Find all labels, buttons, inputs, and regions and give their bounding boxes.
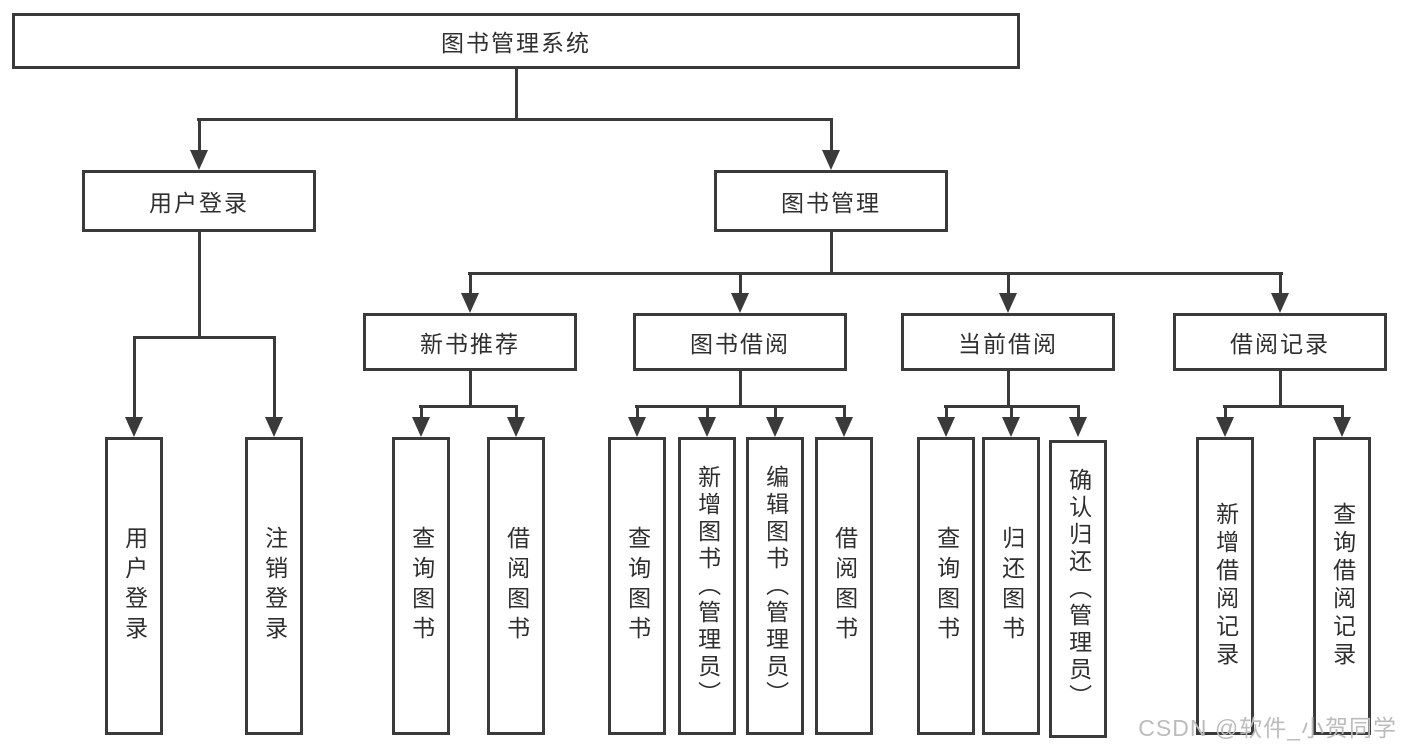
connector-line <box>515 405 518 419</box>
node-user-login-leaf: 用户登录 <box>105 437 163 735</box>
node-label: 查询图书 <box>408 526 435 646</box>
node-confirm-return-admin: 确认归还（管理员） <box>1049 440 1107 738</box>
connector-line <box>133 336 136 419</box>
node-new-book-recommend: 新书推荐 <box>363 313 577 371</box>
node-label: 借阅图书 <box>503 526 530 646</box>
connector-line <box>1077 405 1080 419</box>
node-edit-books-admin: 编辑图书（管理员） <box>746 437 804 735</box>
node-label: 用户登录 <box>121 526 148 646</box>
node-query-books-borrow: 查询图书 <box>608 437 666 735</box>
connector-line <box>468 272 1283 275</box>
node-label: 注销登录 <box>261 526 288 646</box>
node-label: 借阅图书 <box>831 526 858 646</box>
node-book-management: 图书管理 <box>714 170 948 232</box>
arrow-down-icon <box>190 150 208 170</box>
node-label: 图书借阅 <box>690 331 790 357</box>
connector-line <box>739 371 742 408</box>
arrow-down-icon <box>412 417 430 437</box>
csdn-watermark: CSDN @软件_小贺同学 <box>1138 715 1397 741</box>
connector-line <box>1223 405 1344 408</box>
connector-line <box>1279 371 1282 408</box>
connector-line <box>198 118 201 152</box>
arrow-down-icon <box>507 417 525 437</box>
node-query-books-newbook: 查询图书 <box>392 437 450 735</box>
node-label: 借阅记录 <box>1230 331 1330 357</box>
arrow-down-icon <box>1069 417 1087 437</box>
node-label: 查询图书 <box>624 526 651 646</box>
node-label: 新增借阅记录 <box>1212 502 1239 670</box>
connector-line <box>1279 272 1282 295</box>
connector-line <box>420 405 423 419</box>
connector-line <box>706 405 709 419</box>
arrow-down-icon <box>628 417 646 437</box>
node-label: 查询借阅记录 <box>1329 502 1356 670</box>
node-borrow-books-newbook: 借阅图书 <box>487 437 545 735</box>
arrow-down-icon <box>125 417 143 437</box>
node-label: 查询图书 <box>933 526 960 646</box>
connector-line <box>1010 405 1013 419</box>
node-label: 确认归还（管理员） <box>1065 467 1092 711</box>
node-root-label: 图书管理系统 <box>441 30 591 56</box>
node-logout-leaf: 注销登录 <box>245 437 303 735</box>
node-borrow-records: 借阅记录 <box>1173 313 1387 371</box>
connector-line <box>133 336 276 339</box>
node-label: 新增图书（管理员） <box>694 464 721 708</box>
node-return-books: 归还图书 <box>982 437 1040 735</box>
arrow-down-icon <box>1333 417 1351 437</box>
arrow-down-icon <box>1216 417 1234 437</box>
connector-line <box>273 336 276 419</box>
connector-line <box>197 118 833 121</box>
connector-line <box>830 232 833 275</box>
arrow-down-icon <box>731 293 749 313</box>
arrow-down-icon <box>835 417 853 437</box>
connector-line <box>469 272 472 295</box>
connector-line <box>515 69 518 121</box>
arrow-down-icon <box>461 293 479 313</box>
node-user-login: 用户登录 <box>82 170 316 232</box>
node-query-borrow-record: 查询借阅记录 <box>1313 437 1371 735</box>
arrow-down-icon <box>822 150 840 170</box>
connector-line <box>774 405 777 419</box>
connector-line <box>419 405 518 408</box>
connector-line <box>843 405 846 419</box>
node-borrow-books-borrow: 借阅图书 <box>815 437 873 735</box>
connector-line <box>636 405 639 419</box>
node-root: 图书管理系统 <box>12 13 1020 69</box>
connector-line <box>1007 371 1010 408</box>
connector-line <box>1341 405 1344 419</box>
node-label: 用户登录 <box>149 190 249 216</box>
node-add-borrow-record: 新增借阅记录 <box>1196 437 1254 735</box>
node-label: 新书推荐 <box>420 331 520 357</box>
connector-line <box>739 272 742 295</box>
connector-line <box>1007 272 1010 295</box>
node-query-books-current: 查询图书 <box>917 437 975 735</box>
connector-line <box>469 371 472 408</box>
node-label: 编辑图书（管理员） <box>762 464 789 708</box>
node-label: 图书管理 <box>781 190 881 216</box>
arrow-down-icon <box>999 293 1017 313</box>
connector-line <box>945 405 948 419</box>
arrow-down-icon <box>265 417 283 437</box>
node-label: 当前借阅 <box>958 331 1058 357</box>
node-book-borrow: 图书借阅 <box>633 313 847 371</box>
connector-line <box>830 118 833 152</box>
arrow-down-icon <box>698 417 716 437</box>
arrow-down-icon <box>937 417 955 437</box>
node-current-borrow: 当前借阅 <box>901 313 1115 371</box>
connector-line <box>635 405 846 408</box>
node-label: 归还图书 <box>998 526 1025 646</box>
arrow-down-icon <box>1271 293 1289 313</box>
arrow-down-icon <box>766 417 784 437</box>
arrow-down-icon <box>1002 417 1020 437</box>
connector-line <box>198 232 201 337</box>
connector-line <box>1224 405 1227 419</box>
node-add-books-admin: 新增图书（管理员） <box>678 437 736 735</box>
